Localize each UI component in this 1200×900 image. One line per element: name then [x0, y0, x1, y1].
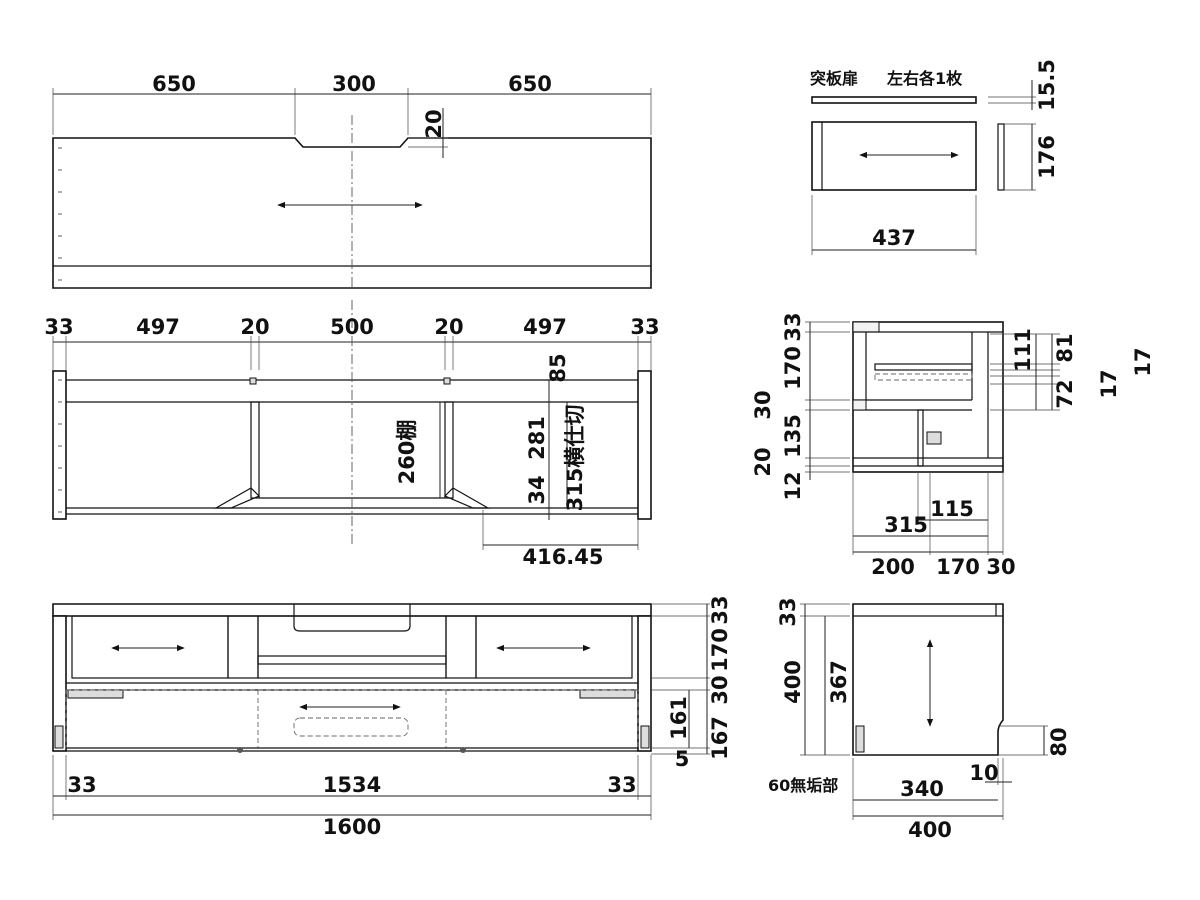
dim-fv-167: 167 — [708, 716, 732, 760]
dim-fi-85: 85 — [546, 353, 570, 382]
dim-ss-30: 30 — [751, 390, 775, 419]
dim-sv-340: 340 — [900, 777, 944, 801]
dim-top-300: 300 — [332, 72, 376, 96]
dim-fi-260-shelf: 260棚 — [395, 420, 419, 485]
dim-fv-33-top: 33 — [708, 595, 732, 624]
dim-fv-1600: 1600 — [323, 815, 381, 839]
label-veneer-door: 突板扉 — [810, 69, 858, 88]
top-view: 650 300 650 20 — [52, 72, 652, 290]
label-each-side: 左右各1枚 — [886, 69, 963, 88]
dim-door-15-5: 15.5 — [1035, 59, 1059, 111]
dim-fi-34: 34 — [525, 475, 549, 504]
dim-ss-135: 135 — [781, 414, 805, 458]
dim-sv-400-depth: 400 — [908, 818, 952, 842]
dim-ss-72: 72 — [1053, 379, 1077, 408]
dim-fv-33-right: 33 — [607, 773, 636, 797]
dim-sv-367: 367 — [827, 660, 851, 704]
dim-fi-20-left: 20 — [240, 315, 269, 339]
dim-sv-80: 80 — [1047, 727, 1071, 756]
dim-fi-20-right: 20 — [434, 315, 463, 339]
dim-ss-30: 30 — [986, 555, 1015, 579]
dim-fi-315-partition: 315横仕切 — [563, 405, 587, 512]
dim-fv-5: 5 — [675, 747, 690, 771]
dim-ss-12: 12 — [781, 471, 805, 500]
dim-ss-33: 33 — [781, 312, 805, 341]
dim-fv-1534: 1534 — [323, 773, 381, 797]
dim-top-650-right: 650 — [508, 72, 552, 96]
dim-sv-400-height: 400 — [781, 660, 805, 704]
dim-fv-170: 170 — [708, 628, 732, 672]
dim-ss-170: 170 — [781, 346, 805, 390]
dim-fi-497-left: 497 — [136, 315, 180, 339]
dim-ss-115: 115 — [930, 497, 974, 521]
side-section-view: 33 170 30 135 20 12 111 81 17 72 17 115 … — [751, 312, 1155, 579]
dim-ss-170: 170 — [936, 555, 980, 579]
dim-ss-111: 111 — [1011, 328, 1035, 372]
dim-ss-17-inner: 17 — [1097, 369, 1121, 398]
dim-door-437: 437 — [872, 226, 916, 250]
dim-fi-416: 416.45 — [522, 545, 603, 569]
dim-fi-33-left: 33 — [44, 315, 73, 339]
dim-sv-10: 10 — [969, 761, 998, 785]
dim-sv-33: 33 — [776, 597, 800, 626]
dim-top-650-left: 650 — [152, 72, 196, 96]
dim-ss-81: 81 — [1053, 333, 1077, 362]
dim-fv-161: 161 — [667, 696, 691, 740]
dim-fi-497-right: 497 — [523, 315, 567, 339]
dim-ss-315: 315 — [884, 513, 928, 537]
door-panel-view: 突板扉 左右各1枚 15.5 176 437 — [810, 59, 1059, 255]
dim-fv-30: 30 — [708, 675, 732, 704]
front-view: 33 170 30 161 167 5 33 1534 33 1600 — [52, 595, 732, 839]
dim-ss-200: 200 — [871, 555, 915, 579]
dim-fi-281: 281 — [525, 416, 549, 460]
side-view: 33 400 367 80 10 340 400 60無垢部 — [768, 597, 1071, 842]
dim-ss-20: 20 — [751, 447, 775, 476]
dim-ss-17-outer: 17 — [1131, 347, 1155, 376]
dim-door-176: 176 — [1035, 135, 1059, 179]
front-inner-view: 33 497 20 500 20 497 33 85 260棚 281 315横… — [44, 300, 660, 569]
dim-fi-500: 500 — [330, 315, 374, 339]
dim-top-20: 20 — [422, 109, 446, 138]
dim-fi-33-right: 33 — [630, 315, 659, 339]
dim-fv-33-left: 33 — [67, 773, 96, 797]
label-solid-part: 60無垢部 — [768, 776, 838, 795]
